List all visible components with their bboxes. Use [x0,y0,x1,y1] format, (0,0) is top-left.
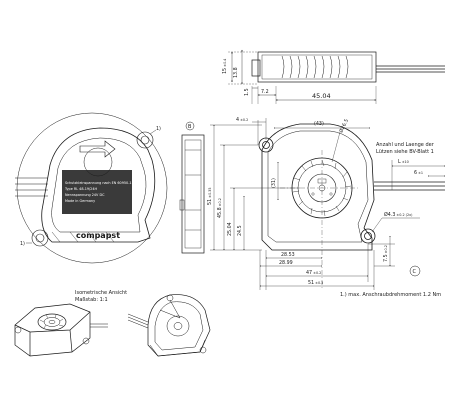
view-a-detail-circle [16,112,168,264]
dim-lead-length: L±10 [398,159,409,165]
front-view [258,123,445,290]
iso-view-right [127,294,211,357]
top-view-dimensions: 15±0.4 13.8 1.5 7.2 45.04 [222,59,331,100]
front-dimension-lines [210,118,446,290]
dim-13-8: 13.8 [233,67,239,78]
iso-left-inlet [37,313,67,331]
brand-logo-text: compapst [76,231,120,240]
dim-45-8: 45.8±0.2 [217,198,223,218]
iso-left-housing [14,303,91,357]
dim-7-5: 7.5±0.2 [383,245,389,262]
view-b-label: B [188,124,192,130]
top-view-tab [251,59,261,77]
front-dimension-texts: 4±0.2 (43) Ø26.5 (31) 51±0.35 45.8±0.2 2… [207,117,441,298]
iso-right-housing [147,294,211,357]
dim-1-5: 1.5 [244,88,250,96]
dim-24-5: 24.5 [237,225,243,236]
callout-1-top: 1) [156,126,161,132]
view-a-mount-lug-top [136,131,154,149]
torque-note: 1.) max. Anschraubdrehmoment 1.2 Nm [340,292,441,298]
view-a [15,112,168,264]
view-a-mount-lug-bottom [31,229,49,247]
dim-7-2: 7.2 [261,89,269,95]
impeller-blades [292,159,352,217]
view-c-marker: C [409,265,421,277]
view-b-housing [181,134,205,254]
top-view-housing [257,51,377,83]
leads-note-line-1: Anzahl und Laenge der [376,142,435,148]
dim-15: 15±0.4 [222,59,228,74]
label-line-3: Nennspannung 24V DC [65,193,105,197]
iso-note-line-1: Isometrische Ansicht [75,290,127,296]
iso-notes: Isometrische Ansicht Maßstab: 1:1 [75,290,127,303]
label-line-1: Schutzkleinspannung nach EN 60950-1 [65,181,132,185]
view-a-texts: Schutzkleinspannung nach EN 60950-1 Type… [20,126,161,247]
iso-right-hub [166,315,190,337]
dim-28-53: 28.53 [281,252,295,258]
dim-47: 47±0.2 [306,270,321,276]
dim-diameter-4-3: Ø4.3±0.2(2x) [384,211,413,218]
label-line-4: Made in Germany [65,199,95,203]
airflow-arrow-icon [79,140,116,158]
dim-51-vertical: 51±0.35 [207,188,213,206]
view-a-label-plate [62,170,132,214]
view-c-label: C [413,269,417,275]
dim-4: 4±0.2 [236,117,248,123]
top-view-blades [281,55,349,79]
label-line-2: Type RL 48-19/24H [64,187,97,191]
callout-1-bottom: 1) [20,241,25,247]
view-b [179,121,205,254]
dim-strip-length: 6±1 [414,170,423,176]
iso-note-line-2: Maßstab: 1:1 [75,297,108,303]
leads-note-line-2: Lützen siehe BV-Blatt 1 [376,149,434,155]
front-mount-lug-top [258,137,274,153]
top-view [228,49,445,104]
front-view-housing [261,123,375,251]
dim-28-99: 28.99 [279,260,293,266]
front-mount-lug-bottom [360,228,376,244]
dim-31: (31) [271,178,277,188]
dim-51-horizontal: 51±0.3 [308,280,323,286]
dim-43: (43) [314,121,324,127]
dim-45-04: 45.04 [312,92,331,100]
dim-25-04: 25.04 [227,222,233,236]
view-a-housing [41,127,156,243]
iso-view-left [14,303,108,357]
